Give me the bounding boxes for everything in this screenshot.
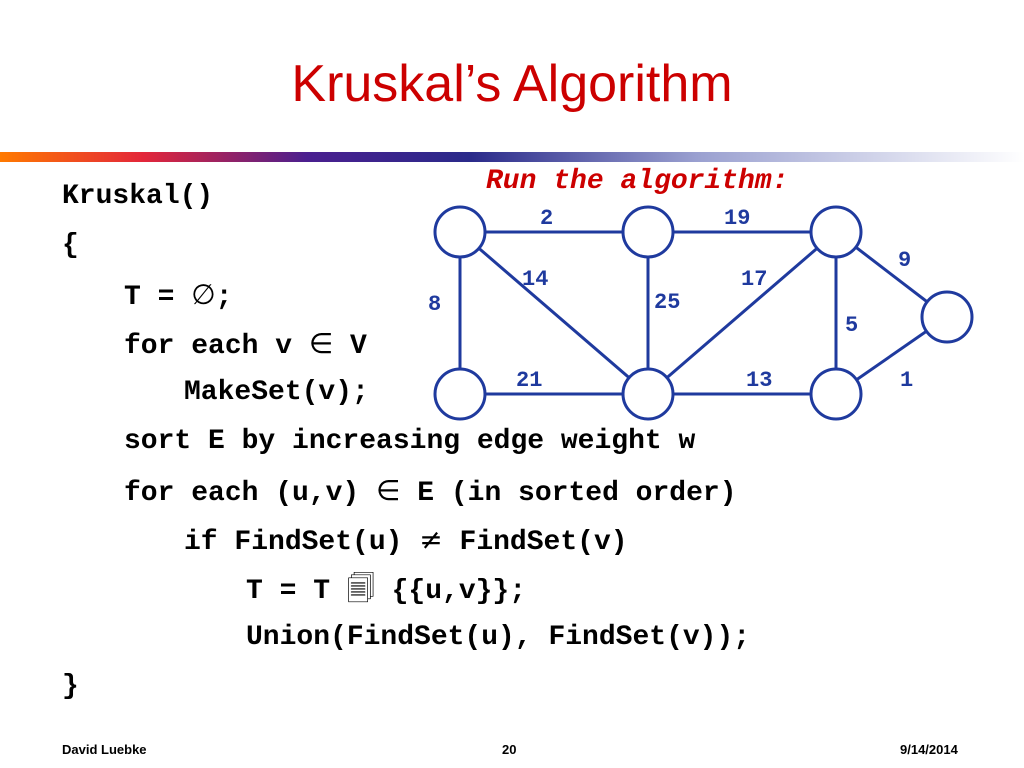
code-line-6: sort E by increasing edge weight w <box>124 426 696 457</box>
edge-weight-label: 8 <box>428 292 441 317</box>
edge-weights: 2 19 9 14 17 8 25 5 21 13 1 <box>428 206 913 393</box>
graph-node <box>809 205 863 259</box>
code-text: E (in sorted order) <box>400 478 737 509</box>
element-of-symbol: ∈ <box>376 474 401 507</box>
footer-date: 9/14/2014 <box>900 742 958 757</box>
code-text: {{u,v}}; <box>374 576 527 607</box>
code-text: T = T <box>246 576 347 607</box>
code-line-8: if FindSet(u) ≠ FindSet(v) <box>184 515 628 564</box>
code-line-5: MakeSet(v); <box>184 377 369 408</box>
graph-node <box>621 205 675 259</box>
union-symbol-glyph: 🗐 <box>346 572 375 605</box>
footer-page-number: 20 <box>502 742 517 757</box>
code-text: for each v <box>124 331 309 362</box>
code-line-4: for each v ∈ V <box>124 319 367 368</box>
code-text: ; <box>215 282 233 313</box>
edge-weight-label: 17 <box>741 267 767 292</box>
run-annotation: Run the algorithm: <box>486 166 789 197</box>
code-line-2: { <box>62 230 79 261</box>
gradient-divider <box>0 152 1024 162</box>
code-line-9: T = T 🗐 {{u,v}}; <box>246 564 526 613</box>
code-line-3: T = ∅; <box>124 270 232 319</box>
code-line-7: for each (u,v) ∈ E (in sorted order) <box>124 466 737 515</box>
code-line-1: Kruskal() <box>62 181 214 212</box>
code-line-10: Union(FindSet(u), FindSet(v)); <box>246 622 751 653</box>
edge-weight-label: 25 <box>654 290 680 315</box>
element-of-symbol: ∈ <box>308 327 334 360</box>
code-text: FindSet(v) <box>442 527 628 558</box>
empty-set-symbol: ∅ <box>191 278 216 311</box>
not-equal-symbol: ≠ <box>419 523 443 556</box>
graph-node <box>433 367 487 421</box>
edge-a-f <box>459 230 649 396</box>
graph-node <box>621 367 675 421</box>
graph-edges <box>458 230 948 396</box>
edge-weight-label: 5 <box>845 313 858 338</box>
slide-title: Kruskal’s Algorithm <box>291 55 733 113</box>
code-text: for each (u,v) <box>124 478 377 509</box>
graph-nodes <box>433 205 974 421</box>
edge-weight-label: 19 <box>724 206 750 231</box>
code-text: if FindSet(u) <box>184 527 420 558</box>
graph-node <box>920 290 974 344</box>
code-line-11: } <box>62 671 79 702</box>
edge-c-f <box>647 230 837 396</box>
edge-weight-label: 9 <box>898 248 911 273</box>
edge-weight-label: 14 <box>522 267 548 292</box>
edge-weight-label: 1 <box>900 368 913 393</box>
footer-author: David Luebke <box>62 742 147 757</box>
edge-weight-label: 13 <box>746 368 772 393</box>
edge-weight-label: 2 <box>540 206 553 231</box>
graph-node <box>433 205 487 259</box>
code-text: T = <box>124 282 192 313</box>
edge-weight-label: 21 <box>516 368 542 393</box>
graph-node <box>809 367 863 421</box>
code-text: V <box>333 331 367 362</box>
